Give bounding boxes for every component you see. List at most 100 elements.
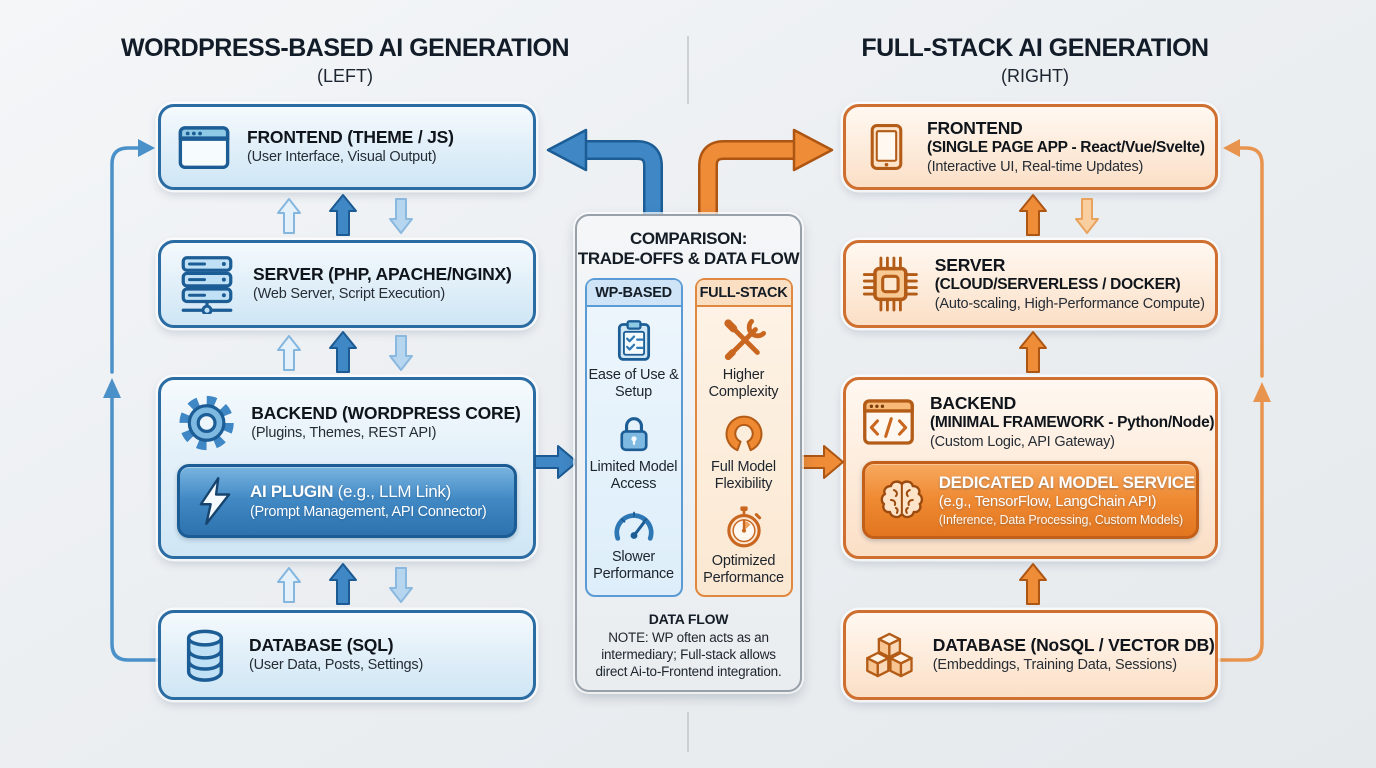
- node-fs-frontend: FRONTEND (SINGLE PAGE APP - React/Vue/Sv…: [843, 104, 1218, 190]
- gauge-icon: [613, 511, 654, 541]
- comparison-item: Full Model Flexibility: [697, 412, 791, 493]
- right-arrow-blue-icon: [534, 445, 578, 479]
- up-arrowhead-icon: [1253, 382, 1271, 402]
- orange-elbow-arrow: [700, 142, 794, 220]
- subnode-subtitle: (Prompt Management, API Connector): [250, 503, 487, 520]
- subnode-line2: (e.g., TensorFlow, LangChain API): [938, 493, 1157, 511]
- node-title: FRONTEND: [926, 117, 1023, 138]
- node-subtitle: (User Data, Posts, Settings): [249, 657, 424, 674]
- node-title: BACKEND (WORDPRESS CORE): [251, 403, 521, 424]
- node-ai-plugin: AI PLUGIN (e.g., LLM Link) (Prompt Manag…: [177, 464, 517, 538]
- stopwatch-icon: [726, 506, 761, 548]
- lock-icon: [619, 417, 648, 452]
- full-stack-column: FULL-STACK Higher Complexity: [694, 277, 793, 598]
- node-subtitle: (Embeddings, Training Data, Sessions): [932, 657, 1177, 674]
- panel-elbow-arrows: [546, 128, 834, 220]
- comparison-item-label: Slower Performance: [593, 549, 674, 583]
- node-title: BACKEND: [929, 393, 1017, 413]
- node-subtitle: (Plugins, Themes, REST API): [251, 425, 437, 442]
- light-down-arrow-icon: [389, 198, 413, 234]
- brain-icon: [880, 480, 924, 519]
- orange-elbow-outline: [698, 140, 794, 220]
- subnode-title: AI PLUGIN: [250, 482, 334, 502]
- left-arrowhead-icon: [546, 128, 588, 172]
- solid-up-arrow-icon: [329, 563, 357, 605]
- open-model-icon: [725, 415, 762, 452]
- node-fs-backend: BACKEND (MINIMAL FRAMEWORK - Python/Node…: [843, 377, 1218, 559]
- page-subtitle-left: (LEFT): [317, 65, 373, 86]
- node-subtitle: (Web Server, Script Execution): [253, 286, 445, 303]
- comparison-item: Higher Complexity: [697, 318, 791, 401]
- right-arrowhead-icon: [792, 128, 834, 172]
- comparison-item-label: Ease of Use & Setup: [588, 366, 679, 400]
- left-column-title: WORDPRESS-BASED AI GENERATION (LEFT): [120, 34, 570, 87]
- node-line2: (CLOUD/SERVERLESS / DOCKER): [934, 275, 1181, 293]
- lightning-bolt-icon: [199, 477, 231, 525]
- comparison-item-label: Optimized Performance: [703, 553, 784, 587]
- wp-column-header: WP-BASED: [586, 279, 681, 307]
- solid-up-arrow-icon: [329, 331, 357, 373]
- node-title: SERVER: [934, 254, 1006, 275]
- wp-based-column: WP-BASED Ease of Use & Setup: [584, 277, 683, 598]
- left-arrowhead-icon: [1223, 139, 1240, 157]
- light-down-arrow-icon: [1075, 198, 1099, 234]
- subnode-subtitle: (Inference, Data Processing, Custom Mode…: [938, 512, 1183, 527]
- browser-window-icon: [178, 126, 230, 169]
- comparison-item-label: Full Model Flexibility: [711, 459, 776, 493]
- node-fs-server: SERVER (CLOUD/SERVERLESS / DOCKER) (Auto…: [843, 240, 1218, 328]
- code-window-icon: [863, 399, 914, 446]
- right-arrow-orange-icon: [800, 445, 844, 479]
- node-subtitle: (Auto-scaling, High-Performance Compute): [934, 295, 1205, 312]
- up-arrowhead-icon: [103, 378, 121, 398]
- comparison-item: Optimized Performance: [697, 504, 791, 587]
- node-title: FRONTEND (THEME / JS): [247, 127, 454, 148]
- node-wp-database: DATABASE (SQL) (User Data, Posts, Settin…: [158, 610, 536, 700]
- node-line2: (MINIMAL FRAMEWORK - Python/Node): [929, 414, 1215, 432]
- outline-up-arrow-icon: [277, 198, 301, 234]
- page-subtitle-right: (RIGHT): [1001, 65, 1069, 86]
- cpu-chip-icon: [862, 256, 918, 312]
- node-title: SERVER (PHP, APACHE/NGINX): [253, 264, 512, 285]
- right-arrowhead-icon: [138, 139, 155, 157]
- database-cylinder-icon: [186, 629, 224, 682]
- fs-column-header: FULL-STACK: [696, 279, 791, 307]
- node-title: DATABASE (SQL): [249, 635, 394, 656]
- page-title-left: WORDPRESS-BASED AI GENERATION: [120, 34, 570, 62]
- right-bypass-line: [1214, 146, 1264, 662]
- subnode-title-rest: (e.g., LLM Link): [333, 482, 452, 502]
- solid-up-arrow-icon: [329, 194, 357, 236]
- light-down-arrow-icon: [389, 567, 413, 603]
- node-fs-database: DATABASE (NoSQL / VECTOR DB) (Embeddings…: [843, 610, 1218, 700]
- solid-up-arrow-icon: [1019, 563, 1047, 605]
- node-subtitle: (Custom Logic, API Gateway): [929, 434, 1115, 451]
- outline-up-arrow-icon: [277, 335, 301, 371]
- comparison-title-line2: TRADE-OFFS & DATA FLOW: [577, 249, 800, 269]
- cubes-icon: [866, 632, 913, 678]
- subnode-title: DEDICATED AI MODEL SERVICE: [938, 472, 1195, 492]
- comparison-item: Limited Model Access: [587, 412, 681, 493]
- node-subtitle: (User Interface, Visual Output): [247, 149, 437, 166]
- gear-icon: [179, 395, 234, 451]
- node-wp-frontend: FRONTEND (THEME / JS) (User Interface, V…: [158, 104, 536, 190]
- tablet-icon: [870, 124, 903, 170]
- left-bypass-line: [110, 146, 162, 662]
- comparison-item-label: Higher Complexity: [708, 366, 779, 400]
- node-wp-backend: BACKEND (WORDPRESS CORE) (Plugins, Theme…: [158, 377, 536, 559]
- blue-elbow-outline: [586, 140, 663, 220]
- tools-icon: [723, 318, 766, 360]
- comparison-panel: COMPARISON: TRADE-OFFS & DATA FLOW WP-BA…: [575, 214, 802, 692]
- node-title: DATABASE (NoSQL / VECTOR DB): [932, 635, 1215, 656]
- server-stack-icon: [181, 256, 233, 314]
- page-title-right: FULL-STACK AI GENERATION: [861, 34, 1209, 62]
- node-subtitle: (Interactive UI, Real-time Updates): [926, 158, 1144, 175]
- light-down-arrow-icon: [389, 335, 413, 371]
- solid-up-arrow-icon: [1019, 194, 1047, 236]
- data-flow-note: NOTE: WP often acts as an intermediary; …: [595, 630, 782, 680]
- node-line2: (SINGLE PAGE APP - React/Vue/Svelte): [926, 138, 1205, 156]
- node-wp-server: SERVER (PHP, APACHE/NGINX) (Web Server, …: [158, 240, 536, 328]
- node-ai-model-service: DEDICATED AI MODEL SERVICE (e.g., Tensor…: [862, 460, 1199, 540]
- right-column-title: FULL-STACK AI GENERATION (RIGHT): [810, 34, 1260, 87]
- clipboard-checklist-icon: [617, 319, 650, 361]
- comparison-item-label: Limited Model Access: [589, 459, 678, 493]
- solid-up-arrow-icon: [1019, 331, 1047, 373]
